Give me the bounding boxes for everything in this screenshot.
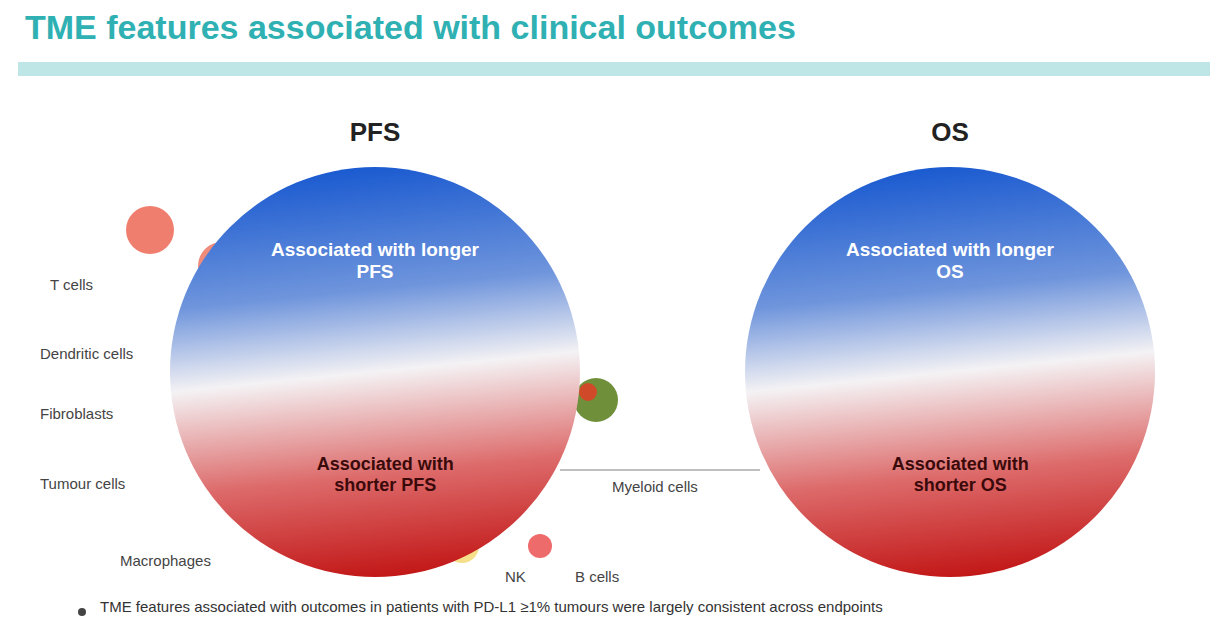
circle-shape bbox=[745, 167, 1155, 577]
cell-icon bbox=[579, 383, 597, 401]
title: TME features associated with clinical ou… bbox=[25, 8, 796, 47]
cell-icon bbox=[126, 206, 174, 254]
cell-label: T cells bbox=[50, 276, 93, 293]
cell-label: Dendritic cells bbox=[40, 345, 133, 362]
footnote: TME features associated with outcomes in… bbox=[100, 598, 1200, 615]
circle-heading: PFS bbox=[170, 117, 580, 148]
cell-label: Myeloid cells bbox=[612, 478, 698, 495]
unfavourable-text: Associated with shorter OS bbox=[868, 454, 1053, 496]
outcome-circle: PFSAssociated with longer PFSAssociated … bbox=[170, 167, 580, 577]
cell-label: Tumour cells bbox=[40, 475, 125, 492]
cell-icon bbox=[528, 534, 552, 558]
circle-shape bbox=[170, 167, 580, 577]
cell-label: NK bbox=[505, 568, 526, 585]
bullet bbox=[78, 608, 86, 616]
cell-icon bbox=[574, 378, 618, 422]
favourable-text: Associated with longer PFS bbox=[262, 239, 488, 283]
cell-label: B cells bbox=[575, 568, 619, 585]
outcome-circle: OSAssociated with longer OSAssociated wi… bbox=[745, 167, 1155, 577]
cell-label: Macrophages bbox=[120, 552, 211, 569]
favourable-text: Associated with longer OS bbox=[837, 239, 1063, 283]
title-rule bbox=[18, 62, 1210, 76]
leader-line bbox=[560, 469, 760, 471]
unfavourable-text: Associated with shorter PFS bbox=[293, 454, 478, 496]
circle-heading: OS bbox=[745, 117, 1155, 148]
cell-label: Fibroblasts bbox=[40, 405, 113, 422]
